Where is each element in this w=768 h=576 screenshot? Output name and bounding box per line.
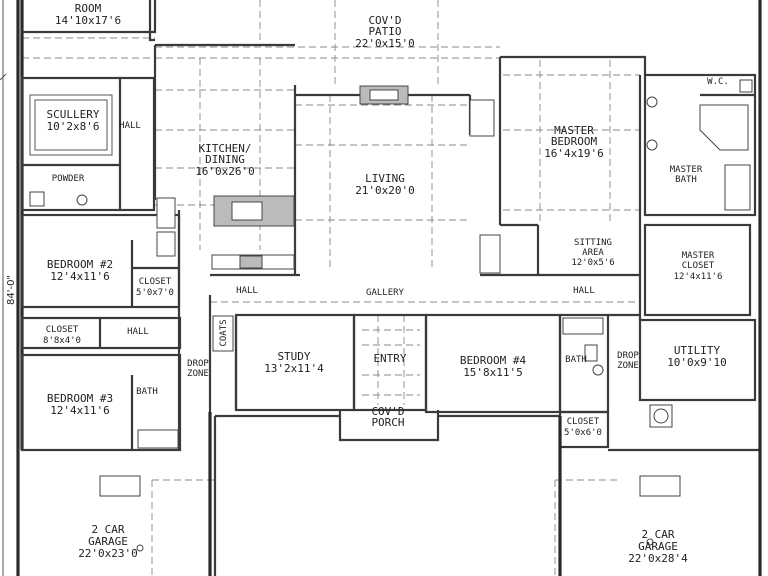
hall-left-top-name: HALL (119, 121, 141, 131)
living-name: LIVING (365, 172, 405, 185)
fixtures (29, 79, 753, 552)
master-closet-name2: CLOSET (682, 261, 715, 271)
room-top-size: 14'10x17'6 (55, 14, 121, 27)
bedroom4-size: 15'8x11'5 (463, 366, 523, 379)
utility-name: UTILITY (674, 344, 721, 357)
hall-right-name: HALL (573, 286, 595, 296)
kitchen-size: 16'0x26'0 (195, 165, 255, 178)
room-labels: ROOM 14'10x17'6 COV'D PATIO 22'0x15'0 SC… (43, 2, 729, 565)
covd-porch-name1: COV'D (371, 405, 404, 418)
dimension-label: 84'-0" (6, 275, 17, 305)
bath-right-name: BATH (565, 355, 587, 365)
powder-name: POWDER (52, 174, 85, 184)
bedroom4-name: BEDROOM #4 (460, 354, 527, 367)
study-size: 13'2x11'4 (264, 362, 324, 375)
hall-small-name: HALL (127, 327, 149, 337)
bedroom3-size: 12'4x11'6 (50, 404, 110, 417)
master-bedroom-size: 16'4x19'6 (544, 147, 604, 160)
master-bedroom-name1: MASTER (554, 124, 594, 137)
utility-size: 10'0x9'10 (667, 356, 727, 369)
covd-patio-size: 22'0x15'0 (355, 37, 415, 50)
scullery-name: SCULLERY (47, 108, 100, 121)
garage-left-name1: 2 CAR (91, 523, 124, 536)
drop-zone-left-name1: DROP (187, 359, 209, 369)
sitting-area-size: 12'0x5'6 (571, 258, 614, 268)
room-top-name: ROOM (75, 2, 102, 15)
covd-porch-name2: PORCH (371, 416, 404, 429)
coats-name: COATS (219, 319, 229, 346)
hall-left-name: HALL (236, 286, 258, 296)
closet-right-size: 5'0x6'0 (564, 428, 602, 438)
entry-name: ENTRY (373, 352, 406, 365)
walls (16, 0, 762, 576)
closet-right-name: CLOSET (567, 417, 600, 427)
wc-name: W.C. (707, 77, 729, 87)
closet-left-name: CLOSET (46, 325, 79, 335)
garage-left-size: 22'0x23'0 (78, 547, 138, 560)
kitchen-name2: DINING (205, 153, 245, 166)
covd-patio-name1: COV'D (368, 14, 401, 27)
master-bedroom-name2: BEDROOM (551, 135, 598, 148)
kitchen-name1: KITCHEN/ (199, 142, 252, 155)
gallery-name: GALLERY (366, 288, 405, 298)
closet-left-size: 8'8x4'0 (43, 336, 81, 346)
garage-right-name1: 2 CAR (641, 528, 674, 541)
bedroom3-name: BEDROOM #3 (47, 392, 113, 405)
scullery-size: 10'2x8'6 (47, 120, 100, 133)
drop-zone-right-name2: ZONE (617, 361, 639, 371)
garage-right-name2: GARAGE (638, 540, 678, 553)
master-closet-size: 12'4x11'6 (674, 272, 723, 282)
study-name: STUDY (277, 350, 310, 363)
garage-left-name2: GARAGE (88, 535, 128, 548)
master-bath-name2: BATH (675, 175, 697, 185)
bath-left-name: BATH (136, 387, 158, 397)
sitting-area-name1: SITTING (574, 238, 612, 248)
dimension-line: 84'-0" (0, 0, 17, 576)
bedroom2-size: 12'4x11'6 (50, 270, 110, 283)
garage-right-size: 22'0x28'4 (628, 552, 688, 565)
master-bath-name1: MASTER (670, 165, 703, 175)
closet-b2-size: 5'0x7'0 (136, 288, 174, 298)
covd-patio-name2: PATIO (368, 25, 401, 38)
sitting-area-name2: AREA (582, 248, 604, 258)
bedroom2-name: BEDROOM #2 (47, 258, 113, 271)
master-closet-name1: MASTER (682, 251, 715, 261)
living-size: 21'0x20'0 (355, 184, 415, 197)
closet-b2-name: CLOSET (139, 277, 172, 287)
drop-zone-right-name1: DROP (617, 351, 639, 361)
drop-zone-left-name2: ZONE (187, 369, 209, 379)
